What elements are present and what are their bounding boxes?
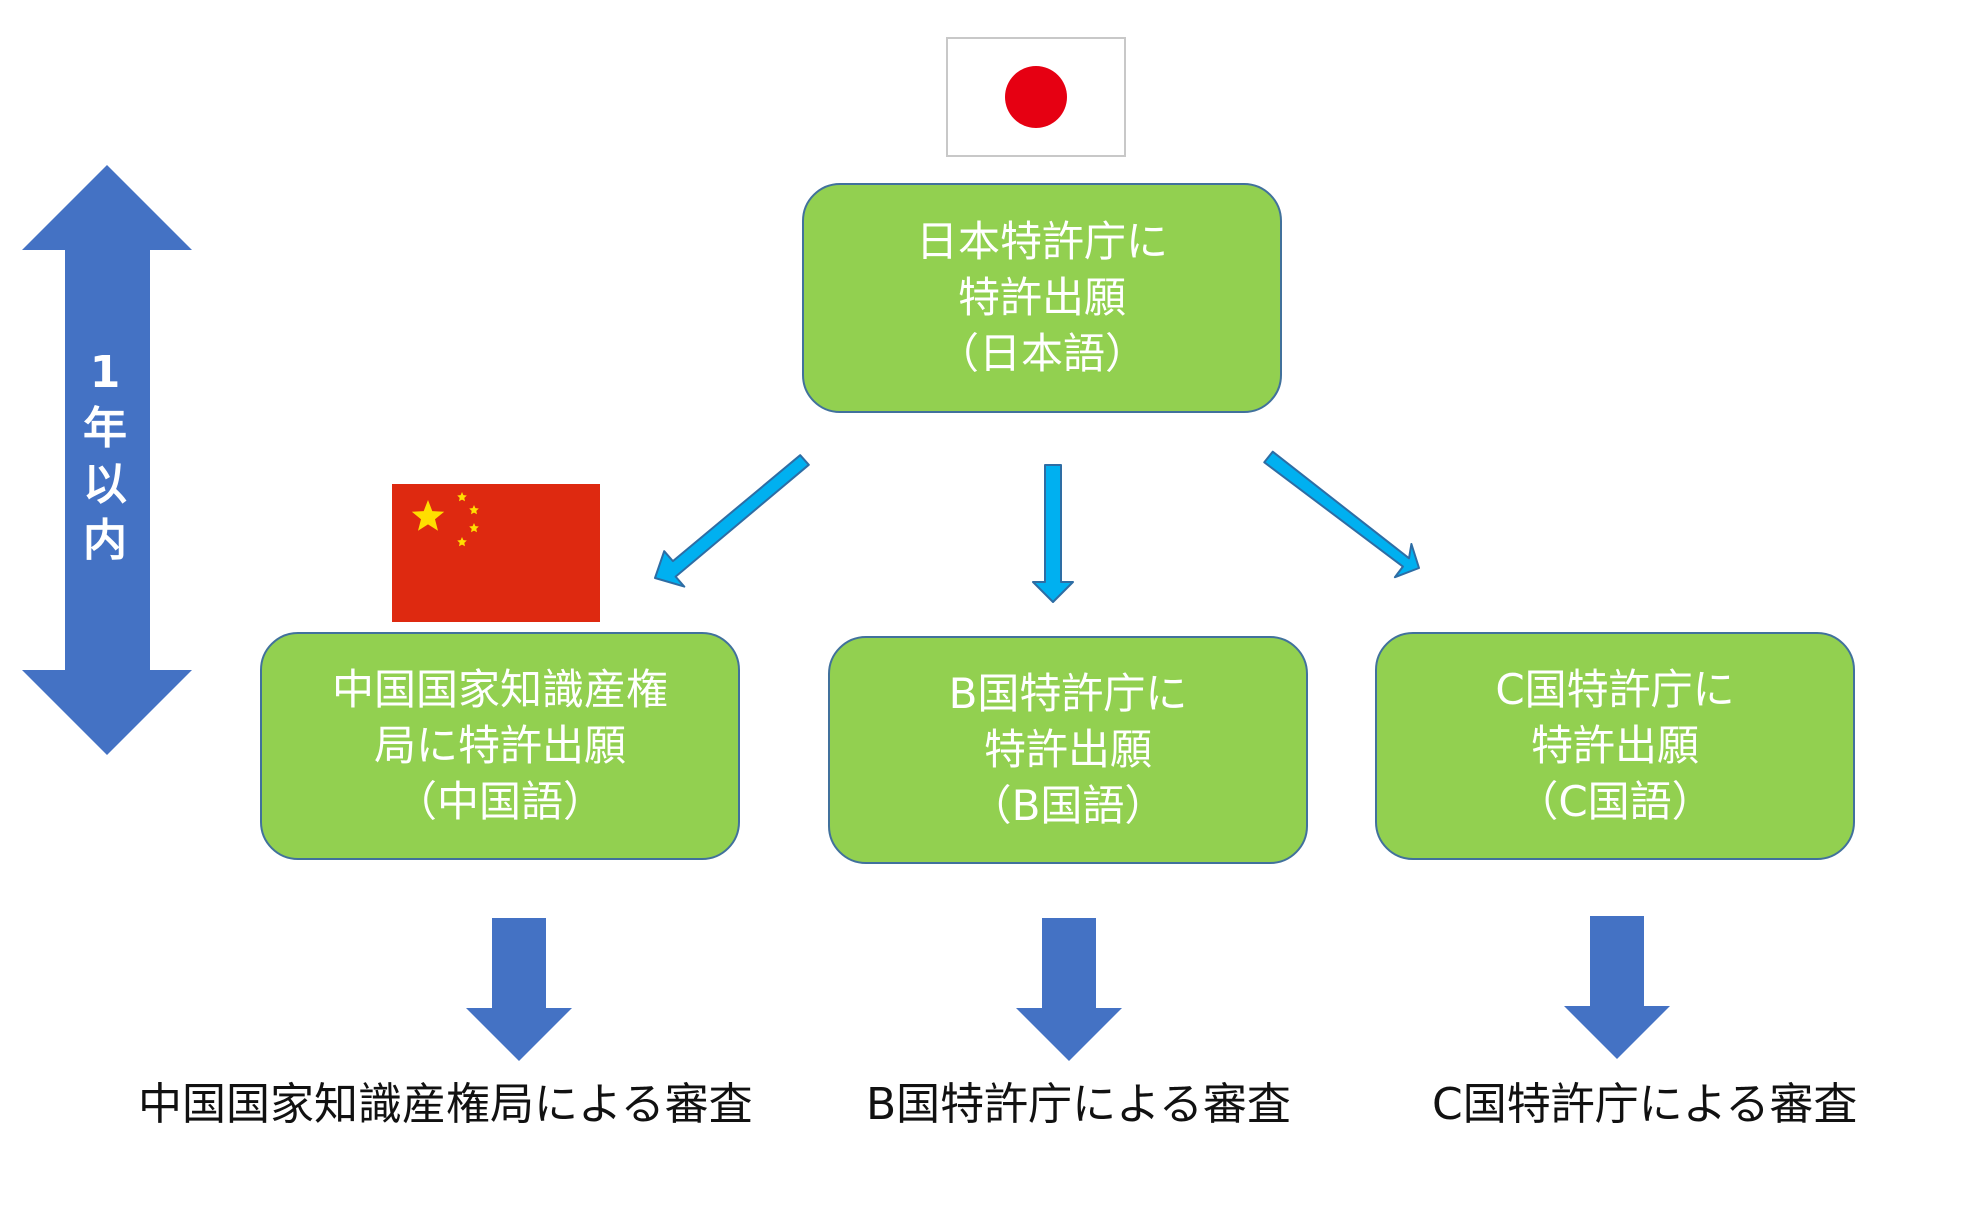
country-c-examination-label: C国特許庁による審査	[1432, 1079, 1858, 1130]
application-line: C国特許庁に	[1495, 665, 1735, 714]
exam-arrow-right	[1564, 916, 1670, 1059]
application-line: （C国語）	[1516, 777, 1714, 826]
application-line: B国特許庁に	[948, 669, 1188, 718]
application-line: （B国語）	[969, 781, 1167, 830]
branch-arrow-left	[654, 454, 810, 588]
origin-line: 日本特許庁に	[915, 217, 1168, 266]
origin-application-box: 日本特許庁に 特許出願 （日本語）	[802, 183, 1282, 413]
timeline-char: 1	[89, 347, 121, 398]
china-application-box: 中国国家知識産権 局に特許出願 （中国語）	[260, 632, 740, 860]
timeline-char: 年	[83, 403, 127, 454]
application-line: 特許出願	[983, 725, 1152, 774]
country-c-application-box: C国特許庁に 特許出願 （C国語）	[1375, 632, 1855, 860]
country-b-application-box: B国特許庁に 特許出願 （B国語）	[828, 636, 1308, 864]
exam-arrow-left	[466, 918, 572, 1061]
branch-arrow-center	[1032, 464, 1074, 603]
china-flag-icon	[392, 484, 600, 622]
timeline-char: 内	[83, 515, 127, 566]
timeline-label: 1 年 以 内	[75, 345, 135, 569]
country-b-examination-label: B国特許庁による審査	[866, 1079, 1291, 1130]
origin-line: 特許出願	[957, 273, 1126, 322]
timeline-double-arrow	[22, 165, 192, 755]
application-line: 特許出願	[1530, 721, 1699, 770]
exam-arrow-center	[1016, 918, 1122, 1061]
timeline-char: 以	[83, 459, 127, 510]
application-line: 中国国家知識産権	[331, 665, 668, 714]
origin-line: （日本語）	[936, 329, 1147, 378]
japan-flag-icon	[946, 37, 1126, 157]
application-line: （中国語）	[394, 777, 605, 826]
china-examination-label: 中国国家知識産権局による審査	[138, 1079, 753, 1130]
branch-arrow-right	[1263, 450, 1420, 579]
application-line: 局に特許出願	[373, 721, 626, 770]
